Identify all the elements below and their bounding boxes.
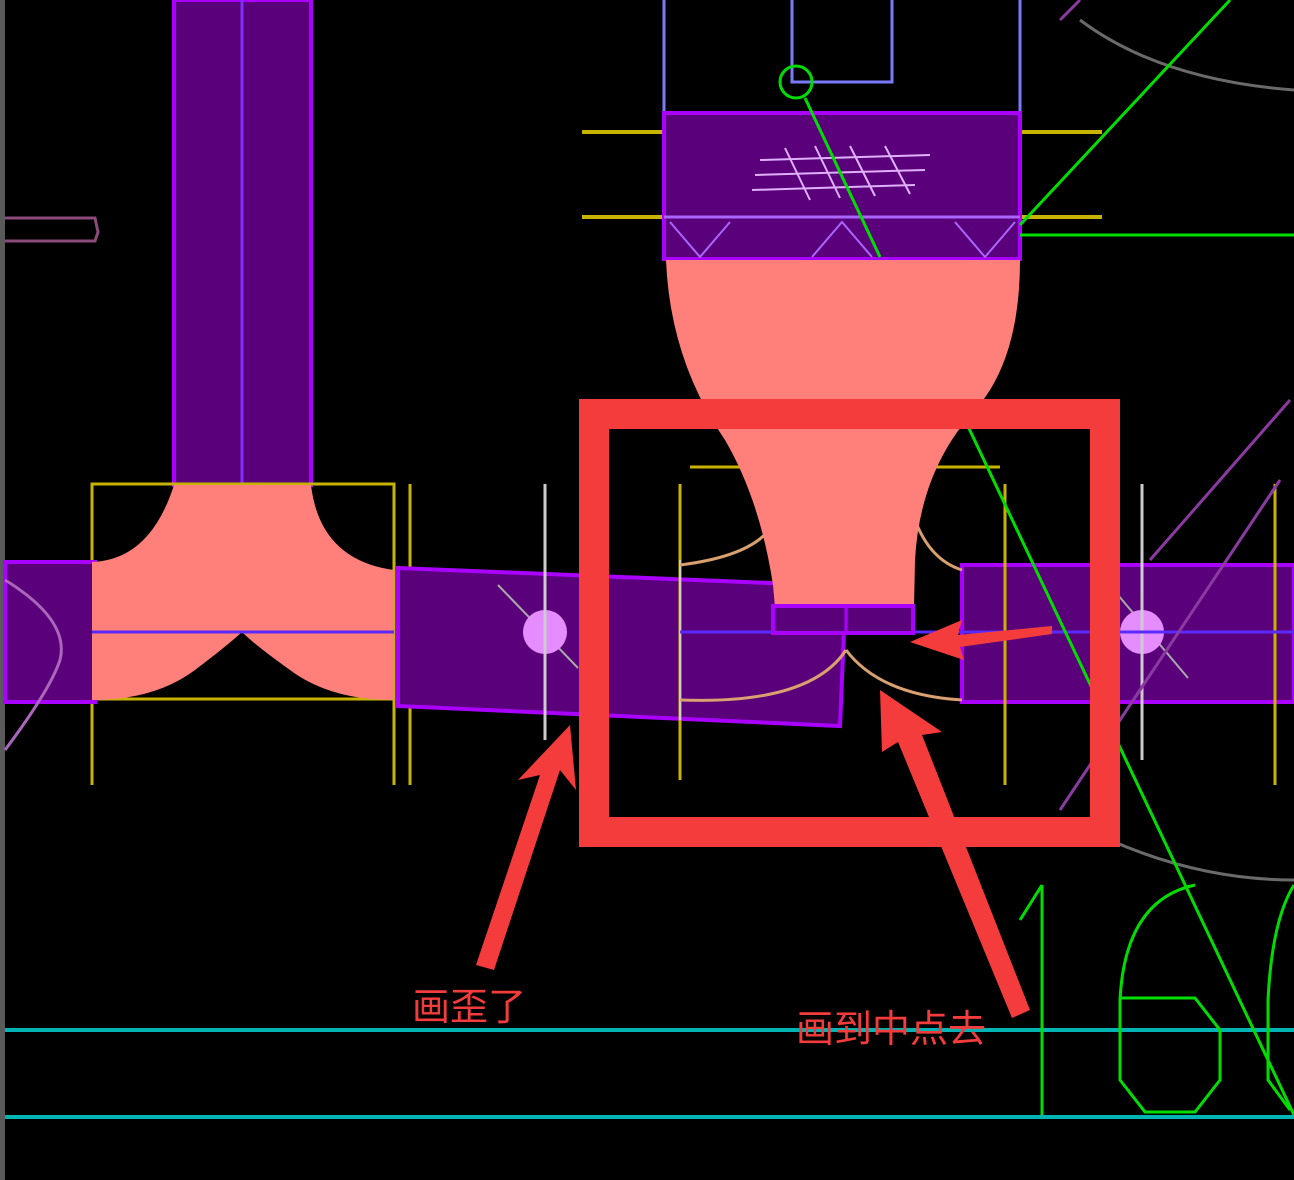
filter-unit[interactable]	[662, 111, 1022, 261]
tee-fitting[interactable]	[92, 485, 394, 700]
reducer-outlet-flange[interactable]	[771, 604, 915, 635]
left-bracket	[5, 216, 100, 243]
cyan-axis-lines	[5, 1028, 1294, 1119]
reducer-fitting[interactable]	[666, 260, 1020, 607]
equipment-outline-top	[662, 0, 1022, 115]
dimension-text	[1018, 883, 1294, 1115]
annotation-label-skewed: 画歪了	[412, 985, 527, 1029]
arrow-flange-icon	[910, 620, 1052, 660]
horizontal-duct-left-stub[interactable]	[3, 560, 97, 704]
vertical-duct-left[interactable]	[172, 0, 313, 487]
viewport-left-edge	[0, 0, 5, 1180]
green-leader-lines	[803, 0, 1294, 1116]
annotation-arrows	[476, 620, 1052, 1018]
annotation-highlight-box	[579, 399, 1120, 847]
annotation-label-midpoint: 画到中点去	[796, 1007, 987, 1051]
equipment-yellow-bars	[582, 130, 1102, 219]
arrow-midpoint-icon	[880, 690, 1030, 1018]
gray-arcs	[1079, 18, 1294, 882]
arrow-skewed-icon	[476, 725, 576, 970]
filter-mesh-symbol	[751, 145, 931, 201]
